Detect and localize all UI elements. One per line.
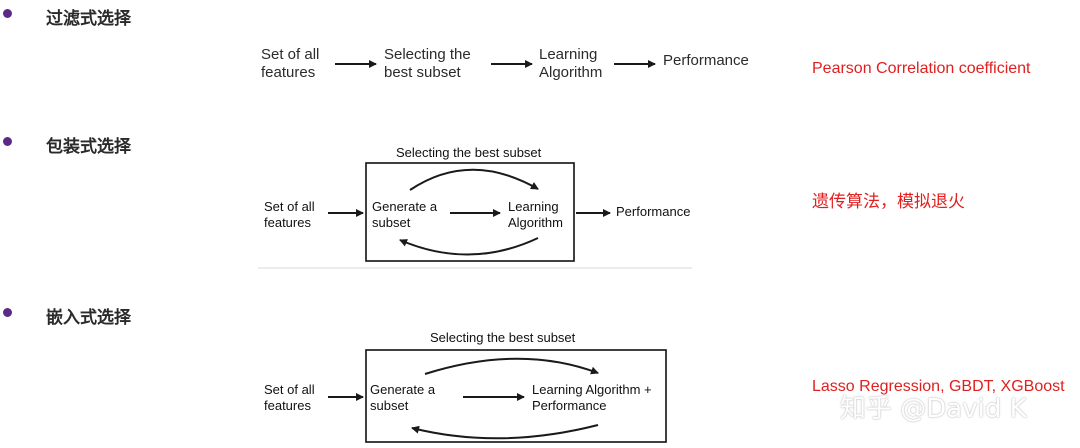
- wrapper-node-features: Set of all features: [264, 199, 315, 230]
- embedded-note: Lasso Regression, GBDT, XGBoost: [812, 378, 1065, 395]
- embedded-node-learning: Learning Algorithm + Performance: [532, 382, 652, 413]
- watermark: 知乎 @David K: [840, 394, 1027, 424]
- filter-node-select: Selecting the best subset: [384, 46, 471, 81]
- heading-wrapper: 包装式选择: [46, 137, 131, 157]
- embedded-node-generate: Generate a subset: [370, 382, 436, 413]
- wrapper-box-caption: Selecting the best subset: [396, 145, 542, 160]
- filter-node-features: Set of all features: [261, 46, 320, 81]
- wrapper-node-learning: Learning Algorithm: [508, 199, 563, 230]
- embedded-loop-bottom: [411, 424, 599, 440]
- wrapper-note: 遗传算法，模拟退火: [812, 192, 965, 212]
- filter-node-learning: Learning Algorithm: [539, 46, 603, 81]
- bullet-embedded: [3, 308, 12, 317]
- filter-note: Pearson Correlation coefficient: [812, 60, 1031, 77]
- heading-embedded: 嵌入式选择: [46, 308, 131, 328]
- wrapper-loop-top: [409, 168, 539, 191]
- embedded-box-caption: Selecting the best subset: [430, 330, 576, 345]
- bullet-wrapper: [3, 137, 12, 146]
- wrapper-box: [365, 162, 575, 262]
- heading-filter: 过滤式选择: [46, 9, 131, 29]
- wrapper-node-performance: Performance: [616, 204, 691, 219]
- wrapper-loop-bottom: [399, 237, 539, 256]
- embedded-loop-top: [424, 357, 599, 375]
- embedded-node-features: Set of all features: [264, 382, 315, 413]
- embedded-box: [365, 349, 667, 443]
- wrapper-node-generate: Generate a subset: [372, 199, 438, 230]
- filter-node-performance: Performance: [663, 52, 749, 69]
- bullet-filter: [3, 9, 12, 18]
